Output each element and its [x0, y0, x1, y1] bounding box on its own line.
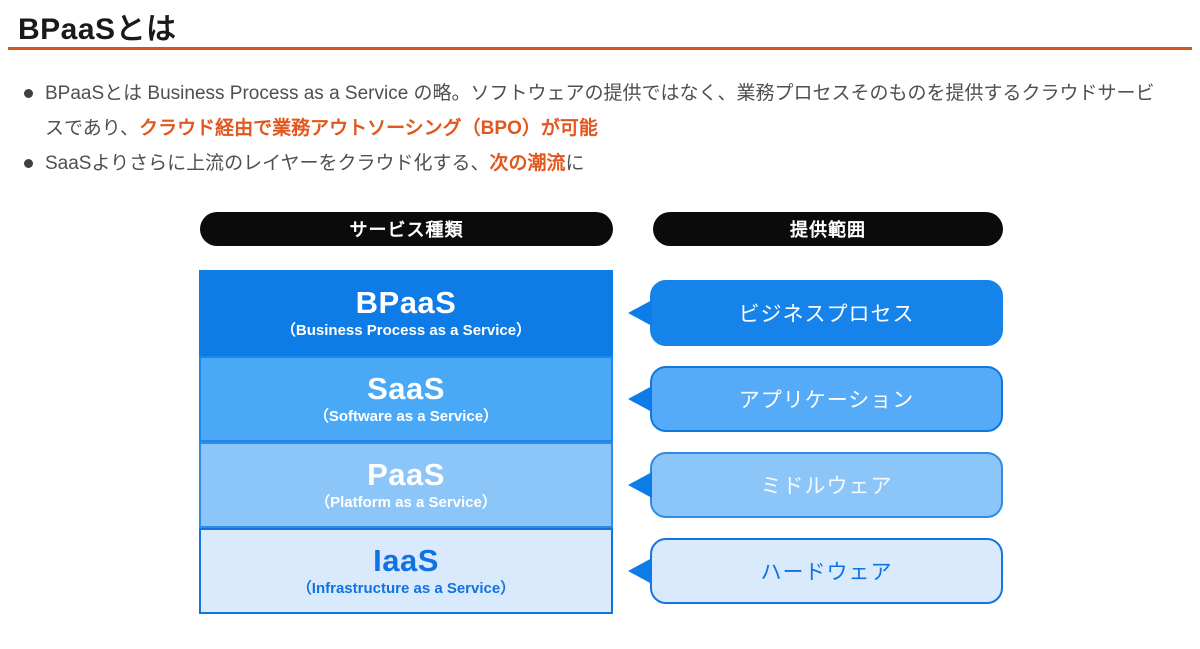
scope-bubble-business-process: ビジネスプロセス [628, 280, 1003, 346]
layer-bpaas: BPaaS （Business Process as a Service） [199, 270, 613, 356]
bullet-item: SaaSよりさらに上流のレイヤーをクラウド化する、次の潮流に [24, 146, 1172, 181]
bullet-segment: SaaSよりさらに上流のレイヤーをクラウド化する、 [45, 153, 490, 174]
bullet-dot-icon [24, 89, 33, 98]
left-arrow-tail-icon [628, 558, 652, 584]
left-arrow-tail-icon [628, 300, 652, 326]
left-arrow-tail-icon [628, 472, 652, 498]
layer-subtitle: （Infrastructure as a Service） [296, 580, 516, 598]
page-title: BPaaSとは [18, 13, 177, 46]
layer-saas: SaaS （Software as a Service） [199, 356, 613, 442]
scope-label: ハードウェア [760, 561, 893, 584]
scope-bubble-hardware: ハードウェア [628, 538, 1003, 604]
bullet-text: SaaSよりさらに上流のレイヤーをクラウド化する、次の潮流に [45, 146, 1172, 181]
column-header-service-type: サービス種類 [200, 212, 613, 246]
scope-bubble-middleware: ミドルウェア [628, 452, 1003, 518]
bullet-segment: BPaaSとは Business Process as a Service の略… [45, 83, 1155, 139]
layer-iaas: IaaS （Infrastructure as a Service） [199, 528, 613, 614]
bullet-segment-accent: 次の潮流 [489, 153, 566, 174]
scope-label: ミドルウェア [760, 475, 893, 498]
scope-label: ビジネスプロセス [738, 303, 915, 326]
bullet-dot-icon [24, 159, 33, 168]
scope-label: アプリケーション [738, 389, 915, 412]
column-header-scope: 提供範囲 [653, 212, 1003, 246]
layer-subtitle: （Business Process as a Service） [280, 322, 532, 340]
bullet-segment: に [565, 153, 585, 174]
scope-bubble-application: アプリケーション [628, 366, 1003, 432]
layer-title: SaaS [367, 371, 445, 407]
bullet-text: BPaaSとは Business Process as a Service の略… [45, 76, 1172, 146]
layer-title: IaaS [373, 543, 439, 579]
bullet-item: BPaaSとは Business Process as a Service の略… [24, 76, 1172, 146]
left-arrow-tail-icon [628, 386, 652, 412]
layer-title: PaaS [367, 457, 445, 493]
layer-title: BPaaS [355, 285, 457, 321]
layer-stack: BPaaS （Business Process as a Service） Sa… [199, 270, 613, 614]
bullet-segment-accent: クラウド経由で業務アウトソーシング（BPO）が可能 [139, 118, 598, 139]
bullet-list: BPaaSとは Business Process as a Service の略… [24, 76, 1172, 181]
layer-paas: PaaS （Platform as a Service） [199, 442, 613, 528]
layer-subtitle: （Platform as a Service） [315, 494, 497, 512]
layer-subtitle: （Software as a Service） [313, 408, 499, 426]
title-underline [8, 47, 1192, 50]
